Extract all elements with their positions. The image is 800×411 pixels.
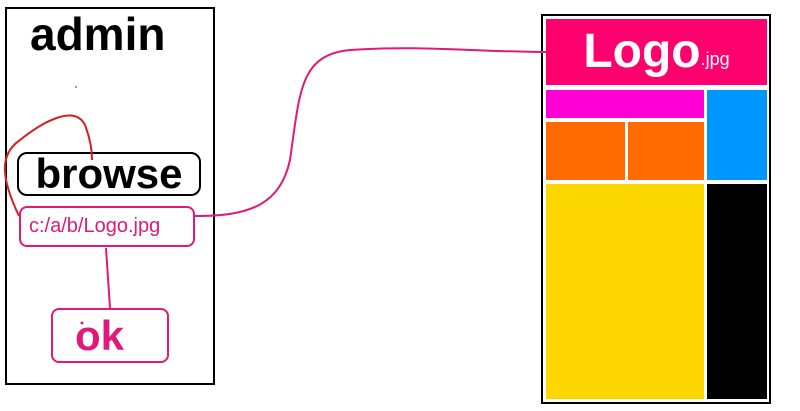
logo-extension: .jpg: [700, 48, 730, 69]
logo-block: Logo .jpg: [546, 19, 767, 85]
path-to-logo-connector: [194, 47, 547, 217]
stray-dot: [75, 86, 77, 88]
ok-button[interactable]: ok: [51, 308, 169, 363]
browse-button[interactable]: browse: [17, 152, 201, 196]
cyan-block: [707, 90, 767, 180]
file-path-field[interactable]: c:/a/b/Logo.jpg: [19, 206, 195, 247]
admin-title: admin: [30, 8, 166, 60]
browse-loop-connector: [3, 114, 93, 217]
admin-panel: [5, 7, 215, 385]
logo-name: Logo: [583, 25, 701, 78]
black-block: [707, 184, 767, 399]
orange-block-right: [628, 122, 704, 180]
ok-dot: [80, 321, 84, 325]
magenta-bar: [546, 90, 704, 118]
path-to-ok-connector: [105, 247, 111, 309]
yellow-block: [546, 184, 704, 399]
orange-block-left: [546, 122, 625, 180]
